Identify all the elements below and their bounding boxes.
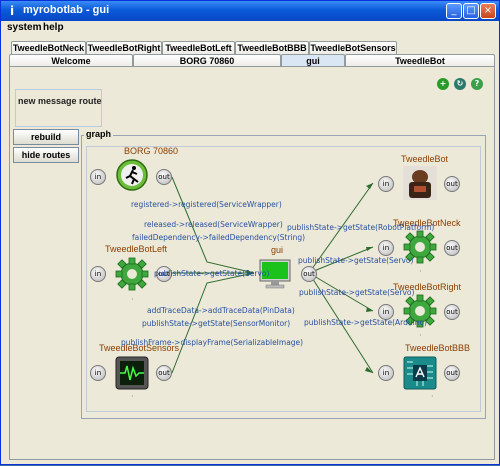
edge-label-addtracedata: addTraceData->addTraceData(PinData): [147, 306, 295, 315]
sensors-in-port[interactable]: in: [90, 365, 106, 381]
left-marker: ·: [131, 295, 134, 304]
monitor-icon[interactable]: [258, 257, 292, 291]
right-marker: ·: [419, 331, 422, 340]
borg-out-port[interactable]: out: [156, 169, 172, 185]
edge-label-getstate-arduino: publishState->getState(Arduino): [304, 318, 427, 327]
tab-borg[interactable]: BORG 70860: [133, 54, 281, 67]
edge-label-getstate-servo-left: publishState->getState(Servo): [154, 269, 270, 278]
tweedlebot-in-port[interactable]: in: [378, 176, 394, 192]
tab-gui[interactable]: gui: [281, 54, 345, 67]
edge-label-displayframe: publishFrame->displayFrame(SerializableI…: [121, 338, 304, 347]
gear-icon[interactable]: [403, 230, 437, 264]
sensors-marker: ·: [131, 392, 134, 401]
neck-out-port[interactable]: out: [444, 240, 460, 256]
sensors-out-port[interactable]: out: [156, 365, 172, 381]
window-title: myrobotlab - gui: [23, 4, 110, 16]
node-sensors-name: TweedleBotSensors: [99, 343, 180, 353]
node-left-name: TweedleBotLeft: [105, 244, 168, 254]
add-icon[interactable]: +: [437, 78, 449, 90]
bbb-out-port[interactable]: out: [444, 365, 460, 381]
tab-welcome[interactable]: Welcome: [9, 54, 133, 67]
gui-out-port[interactable]: out: [301, 266, 317, 282]
edge-label-getstate-servo-right: publishState->getState(Servo): [299, 288, 415, 297]
node-neck-name: TweedleBotNeck: [393, 218, 461, 228]
edge-label-failed-dependency: failedDependency->failedDependency(Strin…: [132, 233, 306, 242]
oscilloscope-icon[interactable]: [115, 356, 149, 390]
tab-tweedlebotsensors[interactable]: TweedleBotSensors: [309, 41, 397, 54]
menu-bar: system help: [1, 21, 499, 35]
menu-system[interactable]: system: [7, 22, 42, 33]
edge-label-released: released->released(ServiceWrapper): [144, 220, 283, 229]
menu-help[interactable]: help: [43, 22, 64, 33]
node-right-name: TweedleBotRight: [393, 282, 462, 292]
circuit-board-icon[interactable]: [403, 356, 437, 390]
graph-frame: [81, 135, 486, 419]
java-app-icon: i: [9, 4, 15, 18]
graph-label: graph: [84, 129, 114, 139]
left-in-port[interactable]: in: [90, 266, 106, 282]
edge-label-registered: registered->registered(ServiceWrapper): [131, 200, 282, 209]
robot-photo-icon[interactable]: [403, 166, 437, 200]
tab-tweedlebotbbb[interactable]: TweedleBotBBB: [235, 41, 309, 54]
close-button[interactable]: ×: [480, 3, 496, 19]
node-bbb-name: TweedleBotBBB: [405, 343, 471, 353]
gear-icon[interactable]: [115, 257, 149, 291]
minimize-button[interactable]: _: [446, 3, 462, 19]
title-bar[interactable]: i myrobotlab - gui _ □ ×: [1, 1, 499, 21]
edge-label-getstate-servo-neck: publishState->getState(Servo): [298, 256, 414, 265]
bbb-in-port[interactable]: in: [378, 365, 394, 381]
tweedlebot-out-port[interactable]: out: [444, 176, 460, 192]
hide-routes-button[interactable]: hide routes: [13, 147, 79, 163]
right-out-port[interactable]: out: [444, 304, 460, 320]
running-man-icon[interactable]: [115, 158, 149, 192]
tab-tweedlebotneck[interactable]: TweedleBotNeck: [11, 41, 86, 54]
tab-tweedlebotleft[interactable]: TweedleBotLeft: [162, 41, 235, 54]
refresh-icon[interactable]: ↻: [454, 78, 466, 90]
left-out-port[interactable]: out: [156, 266, 172, 282]
borg-in-port[interactable]: in: [90, 169, 106, 185]
new-message-route-label: new message route: [18, 96, 102, 106]
neck-marker: ·: [419, 267, 422, 276]
message-route-box: [15, 89, 102, 127]
gear-icon[interactable]: [403, 294, 437, 328]
rebuild-button[interactable]: rebuild: [13, 129, 79, 145]
help-icon[interactable]: ?: [471, 78, 483, 90]
graph-canvas[interactable]: [86, 146, 481, 412]
node-borg-name: BORG 70860: [124, 146, 179, 156]
node-gui-name: gui: [271, 245, 284, 255]
edge-label-getstate-robotplatform: publishState->getState(RobotPlatform): [287, 223, 435, 232]
bbb-marker: ·: [431, 392, 434, 401]
edge-label-getstate-sensormonitor: publishState->getState(SensorMonitor): [142, 319, 291, 328]
neck-in-port[interactable]: in: [378, 240, 394, 256]
tab-tweedlebot[interactable]: TweedleBot: [345, 54, 495, 67]
maximize-button[interactable]: □: [463, 3, 479, 19]
right-in-port[interactable]: in: [378, 304, 394, 320]
tab-tweedlebotright[interactable]: TweedleBotRight: [86, 41, 162, 54]
node-tweedlebot-name: TweedleBot: [401, 154, 449, 164]
